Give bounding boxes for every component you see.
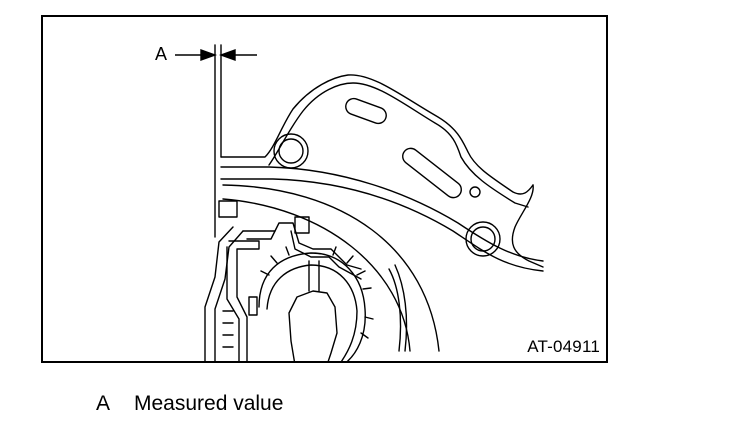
bolt-upper-inner — [278, 138, 304, 164]
gear-shaft — [308, 260, 320, 292]
hatch — [222, 310, 234, 348]
legend-text: Measured value — [134, 392, 284, 415]
bracket-outline — [220, 74, 534, 195]
bracket-lower-edge — [220, 178, 544, 272]
linkage — [242, 222, 362, 270]
legend: A Measured value — [96, 392, 283, 416]
linkage-inner — [246, 230, 362, 280]
technical-illustration: A AT-04911 — [41, 15, 608, 363]
hole — [469, 186, 481, 198]
legend-key: A — [96, 392, 111, 415]
housing-outline-outer — [222, 184, 440, 352]
bracket-inner-outline — [268, 82, 529, 208]
lever-arm — [228, 240, 260, 361]
gear-inner — [266, 264, 358, 361]
gear-teeth — [260, 246, 374, 339]
bolt-upper — [273, 133, 309, 169]
gear-housing-drawing — [175, 44, 544, 361]
slot-lower — [402, 147, 462, 199]
gear-center — [288, 290, 338, 361]
gear-outer — [258, 252, 366, 361]
linkage-block — [294, 216, 310, 234]
dimension-label-a: A — [155, 44, 168, 64]
bolt-lower-inner — [470, 226, 496, 252]
small-block — [248, 296, 258, 316]
lever-arm-inner — [226, 246, 240, 361]
bracket-lower-edge-inner — [220, 166, 544, 262]
housing-outline — [222, 198, 411, 352]
bolt-lower — [465, 221, 501, 257]
dimension-arrows — [175, 49, 257, 61]
slot-upper — [345, 97, 387, 125]
casing-wall — [204, 226, 234, 361]
shell-arc — [388, 264, 408, 352]
figure-id: AT-04911 — [527, 337, 600, 356]
tab — [218, 200, 238, 218]
